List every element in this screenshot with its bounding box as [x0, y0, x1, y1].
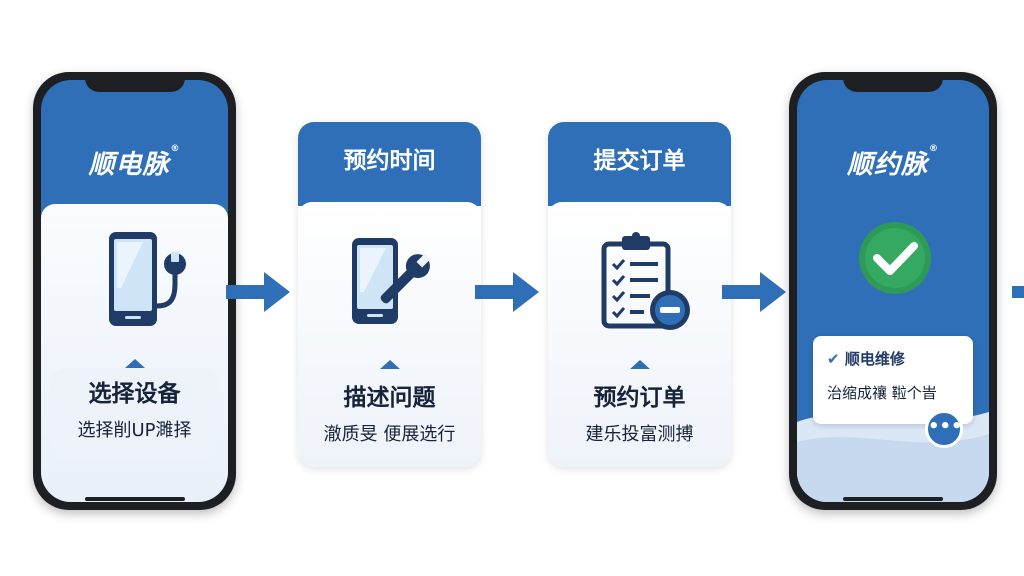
step-subtitle: 建乐投富测搏 [585, 424, 694, 445]
card-step-submit-order: 提交订单 预约订单 建乐投富测搏 [548, 122, 731, 467]
step-subtitle: 选择削UP濉择 [77, 420, 192, 441]
step-title: 选择设备 [88, 381, 181, 407]
more-dots-icon: ••• [928, 416, 963, 437]
phone-wrench-icon [352, 238, 431, 324]
home-indicator [843, 497, 943, 501]
card-body: 预约订单 建乐投富测搏 [548, 202, 731, 467]
confirmation-message: 治缩成禳 鞡个旹 [827, 384, 937, 402]
phone-notch [84, 72, 185, 92]
arrow-right-icon [475, 272, 539, 312]
more-options-button[interactable]: ••• [925, 410, 963, 448]
info-box [51, 368, 218, 460]
brand-logo: 顺约脉® [846, 144, 939, 180]
phone-notch [843, 72, 943, 92]
arrow-right-icon [226, 272, 290, 312]
check-label: ✔ 顺电维修 [827, 350, 905, 368]
step-title: 预约订单 [593, 385, 686, 411]
arrow-right-icon [722, 272, 786, 312]
phone-step-confirmation: 顺约脉® ✔ 顺电维修 治缩成禳 鞡个旹 ••• [789, 72, 997, 510]
phone-wrench-icon [109, 232, 186, 326]
confirmation-card: ✔ 顺电维修 治缩成禳 鞡个旹 [813, 336, 973, 424]
success-check-icon [859, 222, 931, 294]
pointer-triangle [629, 360, 650, 369]
card-header: 提交订单 [548, 122, 731, 206]
phone-step-select-device: 顺电脉® 选择设备 选择削UP濉择 [33, 72, 236, 510]
pointer-triangle [379, 360, 400, 369]
pointer-triangle [124, 359, 145, 368]
checkmark-icon: ✔ [827, 350, 840, 368]
phone-screen: 顺约脉® ✔ 顺电维修 治缩成禳 鞡个旹 ••• [797, 80, 989, 502]
clipboard-checklist-icon [601, 232, 690, 330]
content-panel: 选择设备 选择削UP濉择 [41, 204, 228, 502]
step-subtitle: 澈质旻 便展选行 [323, 424, 456, 445]
arrow-right-icon [1012, 286, 1024, 298]
card-body: 描述问题 澈质旻 便展选行 [298, 202, 481, 467]
phone-screen: 顺电脉® 选择设备 选择削UP濉择 [41, 80, 228, 502]
home-indicator [84, 497, 185, 501]
card-step-describe-problem: 预约时间 描述问题 澈质旻 便展选行 [298, 122, 481, 467]
card-header: 预约时间 [298, 122, 481, 206]
step-title: 描述问题 [343, 385, 436, 411]
brand-logo: 顺电脉® [88, 144, 181, 180]
